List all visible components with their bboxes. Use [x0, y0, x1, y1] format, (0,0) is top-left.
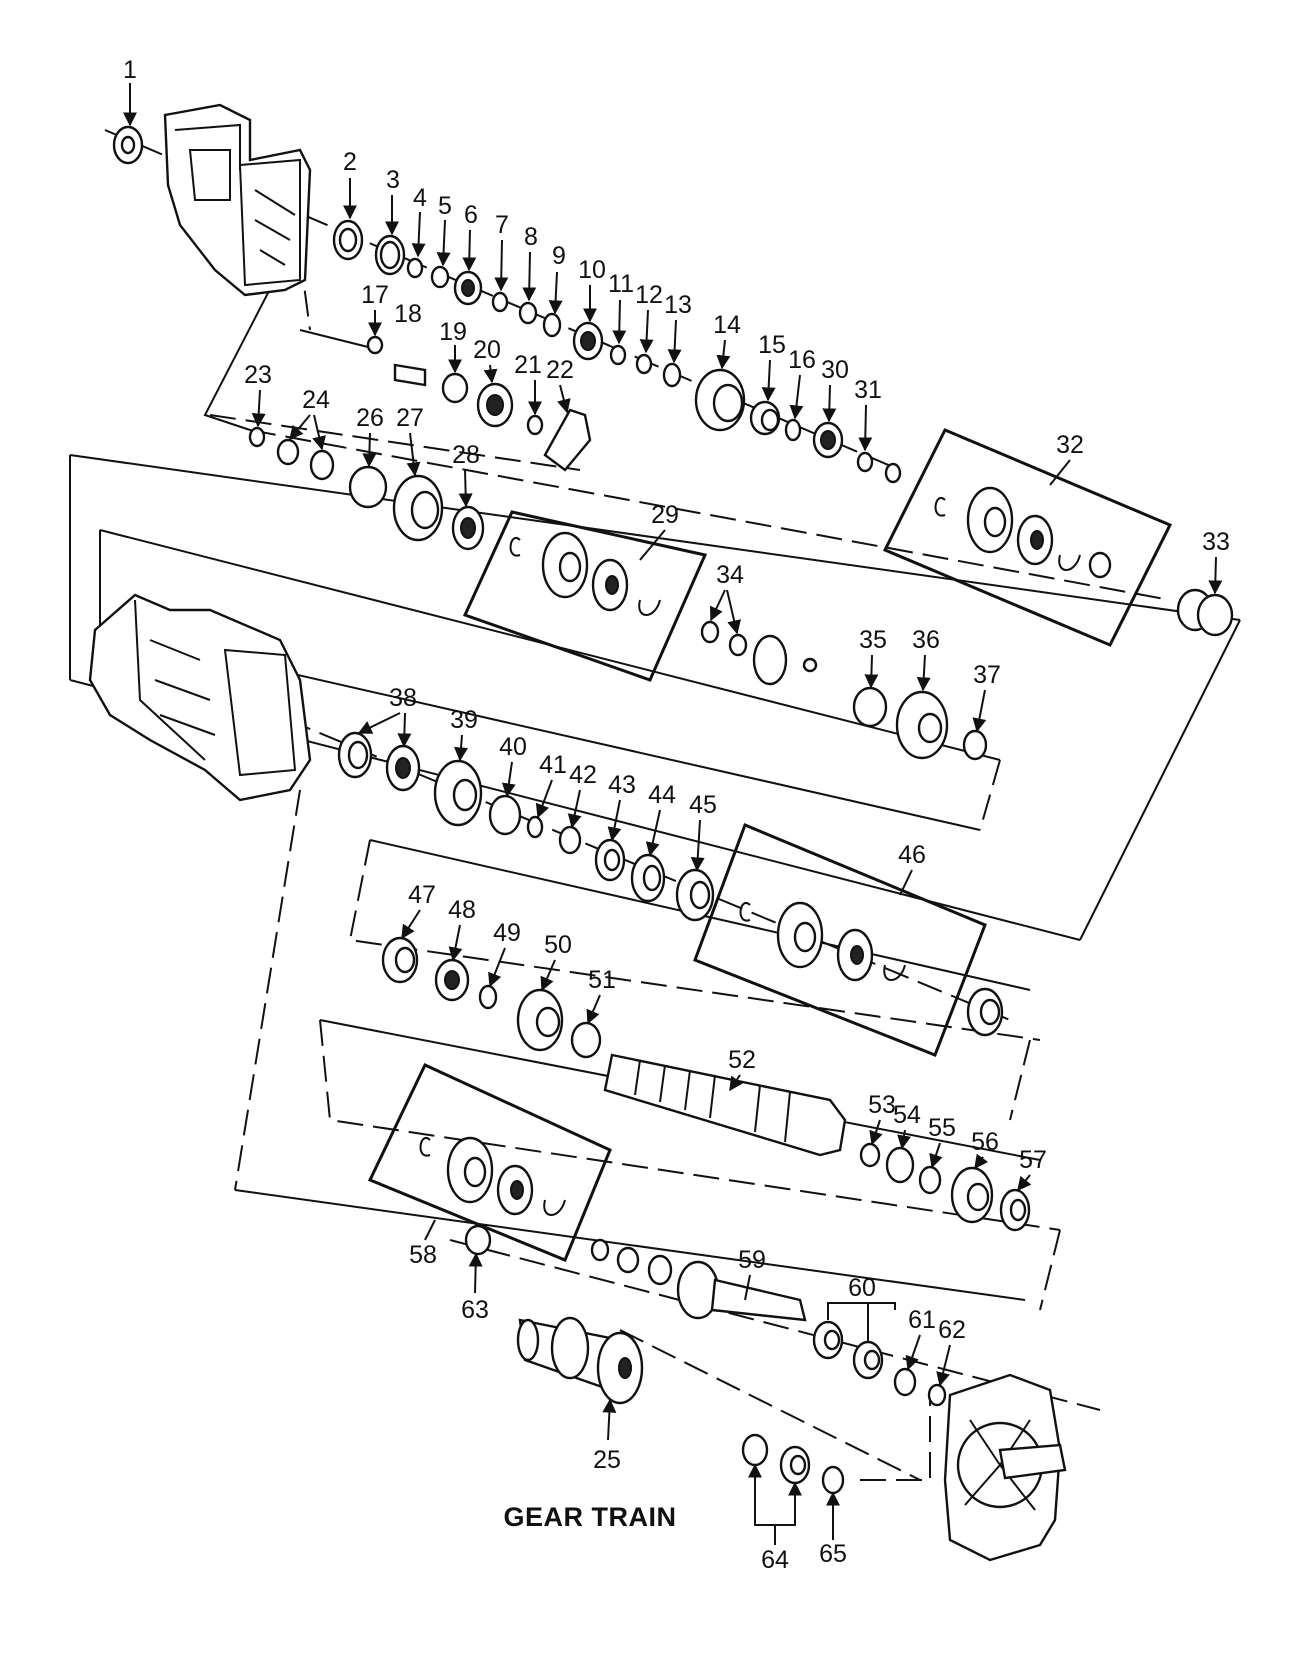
mainshaft: [603, 1053, 847, 1157]
synchronizer-box-32: [882, 428, 1173, 647]
callout-49: 49: [493, 919, 521, 947]
callout-7: 7: [495, 211, 509, 239]
callout-27: 27: [396, 404, 424, 432]
callout-39: 39: [450, 706, 478, 734]
callout-42: 42: [569, 761, 597, 789]
callout-21: 21: [514, 351, 542, 379]
callout-47: 47: [408, 881, 436, 909]
parts-row-3: [337, 731, 1004, 1059]
callout-62: 62: [938, 1316, 966, 1344]
callout-35: 35: [859, 626, 887, 654]
callout-33: 33: [1202, 528, 1230, 556]
callout-44: 44: [648, 781, 676, 809]
callout-6: 6: [464, 201, 478, 229]
callout-61: 61: [908, 1306, 936, 1334]
countershaft-cluster-gear: [516, 1316, 644, 1405]
callout-45: 45: [689, 791, 717, 819]
callout-5: 5: [438, 192, 452, 220]
callout-14: 14: [713, 311, 741, 339]
callout-10: 10: [578, 256, 606, 284]
front-bearing-retainer-housing: [943, 1373, 1067, 1562]
callout-3: 3: [386, 166, 400, 194]
callout-29: 29: [651, 501, 679, 529]
callout-50: 50: [544, 931, 572, 959]
callout-40: 40: [499, 733, 527, 761]
callout-25: 25: [593, 1446, 621, 1474]
callout-65: 65: [819, 1540, 847, 1568]
parts-row-4: [590, 1142, 1031, 1286]
parts-row-5: [464, 1224, 947, 1407]
callout-15: 15: [758, 331, 786, 359]
callout-31: 31: [854, 376, 882, 404]
callout-51: 51: [588, 966, 616, 994]
callout-17: 17: [361, 281, 389, 309]
callout-43: 43: [608, 771, 636, 799]
callout-38: 38: [389, 684, 417, 712]
callout-36: 36: [912, 626, 940, 654]
callout-57: 57: [1019, 1146, 1047, 1174]
callout-55: 55: [928, 1114, 956, 1142]
callout-59: 59: [738, 1246, 766, 1274]
callout-19: 19: [439, 318, 467, 346]
callout-2: 2: [343, 148, 357, 176]
callout-20: 20: [473, 336, 501, 364]
callout-30: 30: [821, 356, 849, 384]
callout-8: 8: [524, 223, 538, 251]
callout-63: 63: [461, 1296, 489, 1324]
extension-housing: [88, 593, 312, 802]
diagram-caption: GEAR TRAIN: [504, 1502, 677, 1532]
callout-53: 53: [868, 1091, 896, 1119]
main-case: [163, 103, 312, 297]
callout-54: 54: [893, 1101, 921, 1129]
callout-24: 24: [302, 386, 330, 414]
callout-28: 28: [452, 441, 480, 469]
callout-18: 18: [394, 300, 422, 328]
synchronizer-box-29: [462, 510, 708, 682]
synchronizer-box-58: [367, 1063, 612, 1262]
callout-37: 37: [973, 661, 1001, 689]
callout-4: 4: [413, 184, 427, 212]
callout-60: 60: [848, 1274, 876, 1302]
callout-64: 64: [761, 1546, 789, 1574]
callout-46: 46: [898, 841, 926, 869]
input-shaft: [676, 1260, 807, 1322]
callout-41: 41: [539, 751, 567, 779]
callout-16: 16: [788, 346, 816, 374]
callout-56: 56: [971, 1128, 999, 1156]
parts-row-2: [248, 335, 1234, 761]
synchronizer-box-46: [693, 823, 987, 1057]
callout-labels: 1 2 3 4 5 6 7 8 9 10 11 12 13 14 15 16 1…: [123, 56, 1230, 1574]
callout-26: 26: [356, 404, 384, 432]
callout-32: 32: [1056, 431, 1084, 459]
callout-9: 9: [552, 242, 566, 270]
callout-58: 58: [409, 1241, 437, 1269]
callout-13: 13: [664, 291, 692, 319]
callout-11: 11: [608, 270, 634, 298]
callout-12: 12: [635, 281, 663, 309]
parts-row-6: [741, 1433, 845, 1495]
callout-48: 48: [448, 896, 476, 924]
callout-52: 52: [728, 1046, 756, 1074]
leader-lines: [123, 83, 1223, 1545]
callout-22: 22: [546, 356, 574, 384]
callout-34: 34: [716, 561, 744, 589]
parts-row-1: [112, 125, 902, 484]
callout-23: 23: [244, 361, 272, 389]
callout-1: 1: [123, 56, 137, 84]
